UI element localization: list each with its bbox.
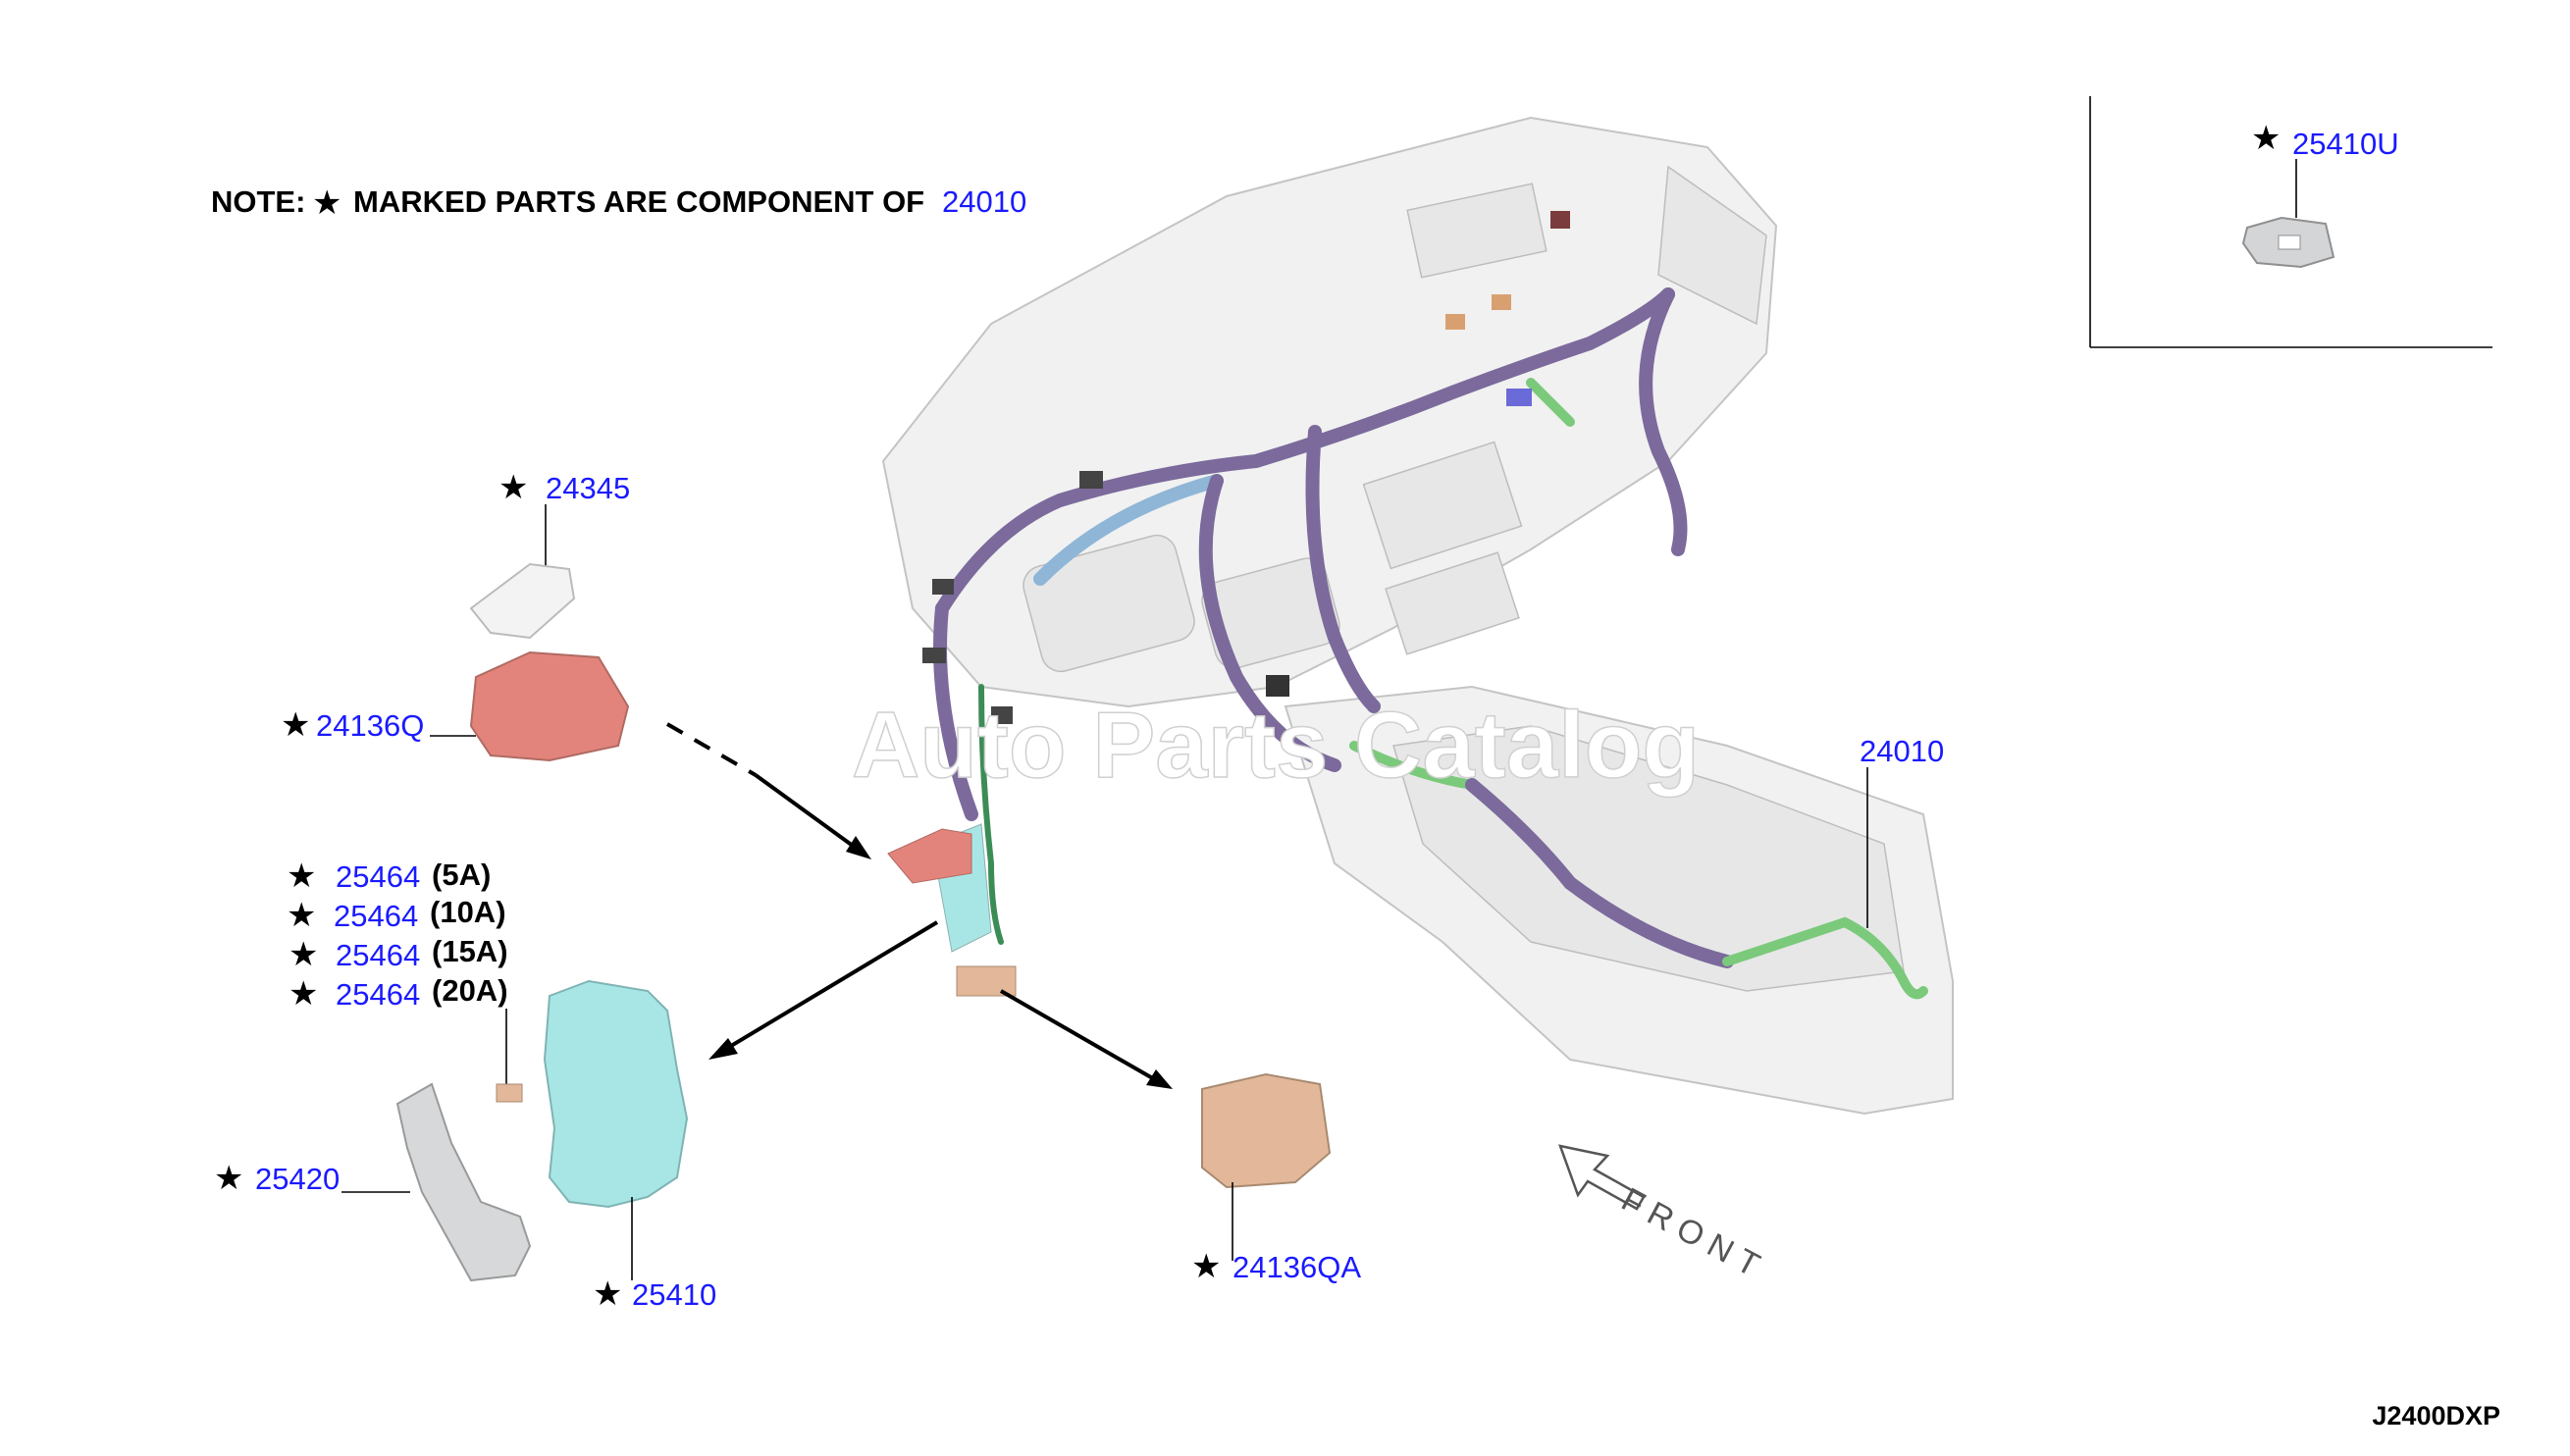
part-25410-shape <box>543 979 689 1209</box>
note-text: MARKED PARTS ARE COMPONENT OF <box>353 184 924 219</box>
fuse-callouts: ★ 25464 (5A) ★ 25464 (10A) ★ 25464 (15A)… <box>287 857 508 1084</box>
part-link-25464-15a[interactable]: 25464 <box>336 938 420 972</box>
star-icon: ★ <box>593 1274 622 1314</box>
part-link-24345[interactable]: 24345 <box>546 471 630 505</box>
dashboard-illustration <box>881 116 1954 1116</box>
part-link-24136q[interactable]: 24136Q <box>316 708 424 743</box>
star-icon: ★ <box>287 896 316 935</box>
star-icon: ★ <box>287 857 316 896</box>
note-prefix: NOTE: <box>211 184 305 219</box>
star-icon: ★ <box>498 468 528 507</box>
front-label: FRONT <box>1615 1181 1773 1289</box>
part-link-24010[interactable]: 24010 <box>1860 734 1944 768</box>
part-24136q-callout: ★ 24136Q <box>281 705 476 745</box>
fuse-rating-10a: (10A) <box>430 895 506 929</box>
note-star-icon: ★ <box>312 183 341 223</box>
part-24136qa-shape <box>1201 1072 1332 1189</box>
part-link-25464-20a[interactable]: 25464 <box>336 977 420 1012</box>
part-25420-callout: ★ 25420 <box>214 1159 410 1198</box>
part-25410-callout: ★ 25410 <box>593 1197 716 1314</box>
note-part-link[interactable]: 24010 <box>942 184 1026 219</box>
fuse-rating-20a: (20A) <box>432 973 508 1008</box>
star-icon: ★ <box>288 974 318 1014</box>
part-24136qa-callout: ★ 24136QA <box>1191 1182 1361 1286</box>
note-line: NOTE: ★ MARKED PARTS ARE COMPONENT OF 24… <box>211 183 1026 223</box>
inset-25410u: ★ 25410U <box>2089 96 2492 348</box>
star-icon: ★ <box>288 935 318 974</box>
star-icon: ★ <box>281 705 310 745</box>
part-24345-callout: ★ 24345 <box>498 468 630 569</box>
part-link-25410u[interactable]: 25410U <box>2292 127 2399 161</box>
part-link-25464-5a[interactable]: 25464 <box>336 859 420 894</box>
part-25420-shape <box>395 1082 532 1282</box>
star-icon: ★ <box>214 1159 243 1198</box>
part-25464-fuse-shape <box>496 1083 523 1103</box>
part-link-25464-10a[interactable]: 25464 <box>334 899 418 933</box>
part-24136q-shape <box>469 650 630 762</box>
part-link-25410[interactable]: 25410 <box>632 1277 716 1312</box>
star-icon: ★ <box>2251 119 2281 158</box>
star-icon: ★ <box>1191 1247 1221 1286</box>
watermark-text: Auto Parts Catalog <box>852 693 1700 798</box>
front-direction-indicator: FRONT <box>1558 1144 1773 1289</box>
part-link-25420[interactable]: 25420 <box>255 1162 340 1196</box>
part-link-24136qa[interactable]: 24136QA <box>1233 1250 1361 1284</box>
part-24010-callout: 24010 <box>1860 734 1944 928</box>
diagram-code: J2400DXP <box>2372 1401 2500 1430</box>
part-24345-shape <box>469 562 576 640</box>
fuse-rating-15a: (15A) <box>432 934 508 968</box>
fuse-rating-5a: (5A) <box>432 858 491 892</box>
